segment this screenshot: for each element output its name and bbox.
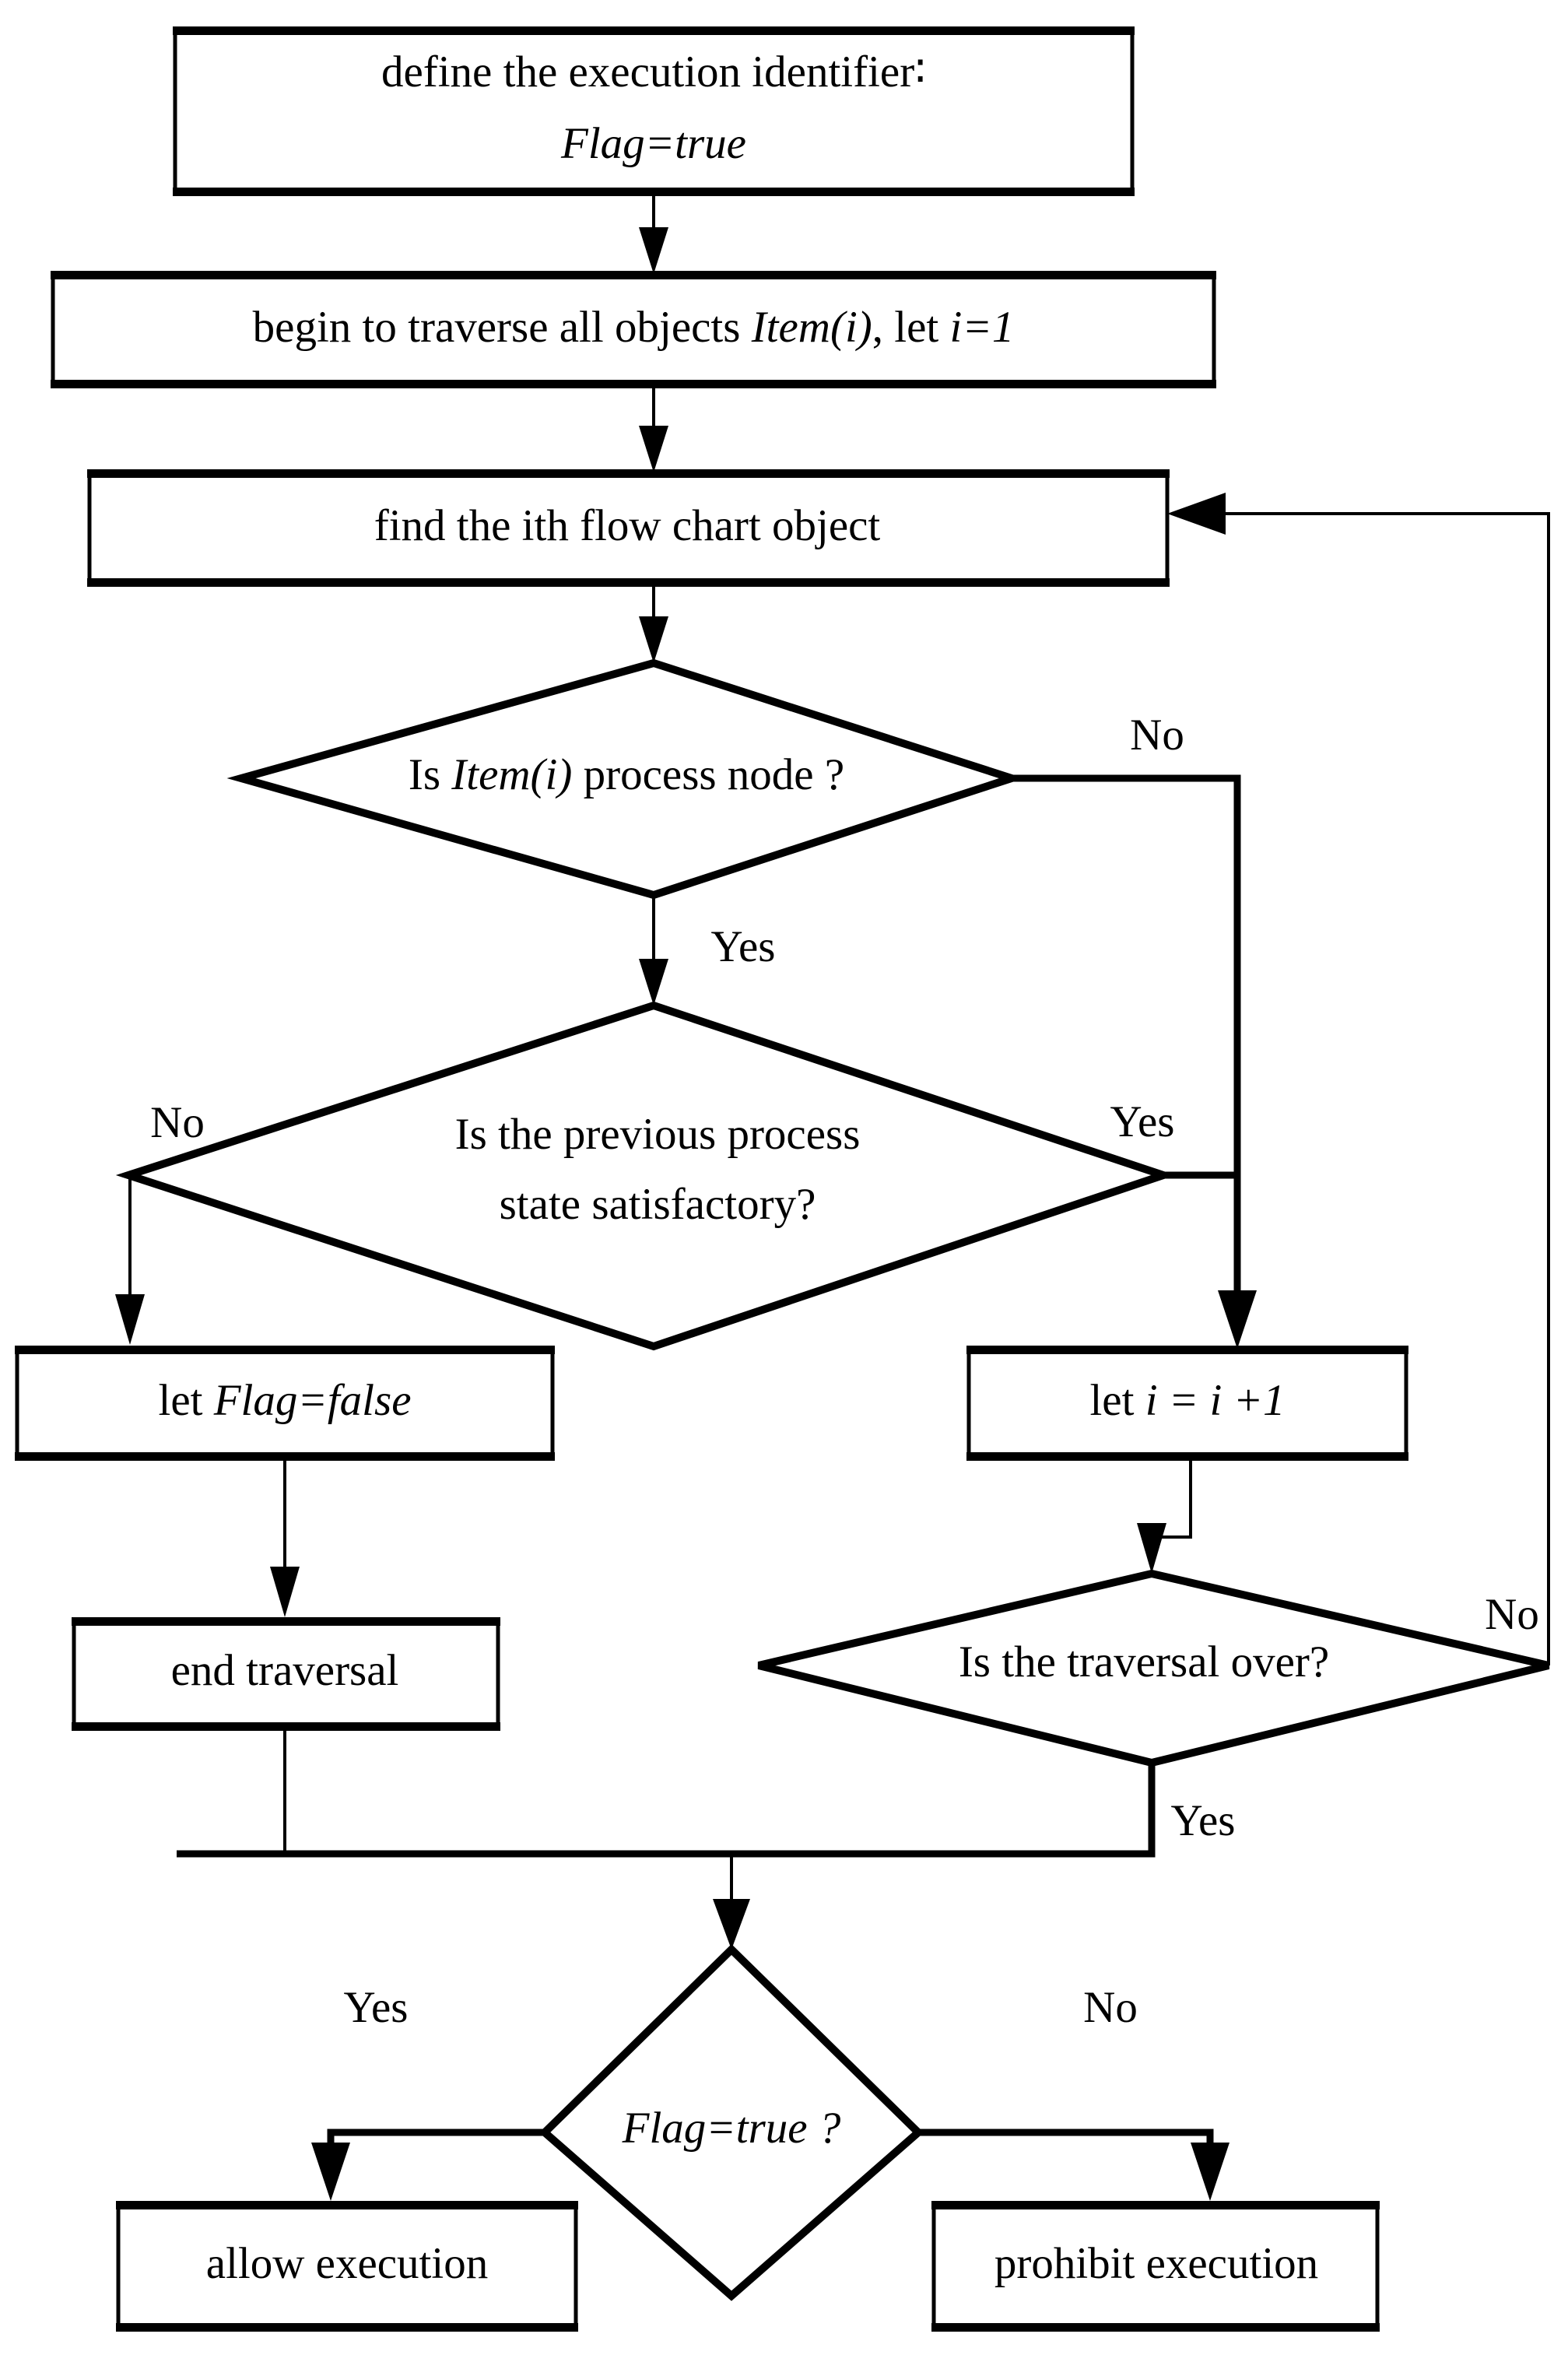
edge-merge-to-flagtrue: [713, 1854, 750, 1950]
edge-isprocess-no: [1012, 774, 1257, 1349]
is-traversal-over-label: Is the traversal over?: [959, 1637, 1329, 1686]
begin-traverse-label: begin to traverse all objects Item(i), l…: [253, 303, 1015, 352]
edge-label-flag-true-yes: Yes: [344, 1983, 409, 2032]
edge-define-to-begin: [639, 193, 668, 274]
node-let-i-increment[interactable]: let i = i +1: [966, 1346, 1408, 1461]
edge-label-traversal-over-no: No: [1485, 1590, 1539, 1639]
edge-label-flag-true-no: No: [1083, 1983, 1138, 2032]
edge-flagtrue-yes: [311, 2129, 545, 2201]
node-find-object[interactable]: find the ith flow chart object: [87, 469, 1170, 587]
edge-isprocess-yes: [639, 895, 668, 1006]
allow-execution-label: allow execution: [206, 2239, 488, 2288]
edge-prev-no: [115, 1174, 145, 1345]
edge-label-process-node-yes: Yes: [711, 922, 776, 971]
let-i-increment-label: let i = i +1: [1089, 1376, 1285, 1425]
is-prev-satisfactory-line1: Is the previous process: [455, 1110, 861, 1159]
node-end-traversal[interactable]: end traversal: [72, 1617, 500, 1731]
edge-begin-to-find: [639, 385, 668, 472]
edge-find-to-isprocess: [639, 584, 668, 663]
let-flag-false-label: let Flag=false: [158, 1376, 411, 1425]
edge-traversalover-no: [1167, 493, 1550, 1665]
node-begin-traverse[interactable]: begin to traverse all objects Item(i), l…: [51, 271, 1216, 388]
node-define-flag[interactable]: define the execution identifier∶ Flag=tr…: [173, 26, 1135, 196]
node-prohibit-execution[interactable]: prohibit execution: [931, 2201, 1380, 2332]
begin-traverse-part-a: begin to traverse all objects: [253, 303, 752, 352]
begin-traverse-part-c: , let: [872, 303, 950, 352]
node-is-prev-satisfactory[interactable]: Is the previous process state satisfacto…: [115, 1001, 1176, 1351]
is-process-node-part-c: process node ?: [572, 750, 844, 799]
edge-label-prev-satisfactory-yes: Yes: [1110, 1097, 1175, 1146]
begin-traverse-part-d: i=1: [950, 303, 1015, 352]
is-process-node-label: Is Item(i) process node ?: [409, 750, 844, 799]
node-is-traversal-over[interactable]: Is the traversal over?: [757, 1569, 1550, 1767]
let-flag-false-part-a: let: [158, 1376, 213, 1425]
is-process-node-part-b: Item(i): [451, 750, 572, 799]
edge-iinc-to-traversalover: [1137, 1457, 1192, 1574]
find-object-label: find the ith flow chart object: [374, 501, 881, 550]
let-flag-false-part-b: Flag=false: [213, 1376, 412, 1425]
edge-traversalover-yes: [177, 1763, 1156, 1858]
let-i-increment-part-b: i = i +1: [1145, 1376, 1286, 1425]
node-flag-is-true[interactable]: Flag=true ?: [538, 1944, 924, 2301]
prohibit-execution-label: prohibit execution: [994, 2239, 1318, 2288]
node-is-process-node[interactable]: Is Item(i) process node ?: [226, 658, 1025, 900]
end-traversal-label: end traversal: [171, 1646, 399, 1695]
is-prev-satisfactory-line2: state satisfactory?: [500, 1180, 816, 1229]
flag-is-true-label: Flag=true ?: [622, 2104, 841, 2153]
edge-label-process-node-no: No: [1130, 711, 1184, 760]
define-flag-line1: define the execution identifier∶: [381, 47, 926, 97]
is-process-node-part-a: Is: [409, 750, 451, 799]
edge-label-prev-satisfactory-no: No: [150, 1098, 205, 1147]
define-flag-line2: Flag=true: [560, 119, 746, 168]
begin-traverse-part-b: Item(i): [751, 303, 872, 352]
node-let-flag-false[interactable]: let Flag=false: [15, 1346, 555, 1461]
let-i-increment-part-a: let: [1089, 1376, 1145, 1425]
edge-flagfalse-to-endtraversal: [270, 1457, 300, 1617]
edge-label-traversal-over-yes: Yes: [1171, 1796, 1236, 1845]
node-allow-execution[interactable]: allow execution: [116, 2201, 578, 2332]
edge-flagtrue-no: [918, 2129, 1229, 2201]
